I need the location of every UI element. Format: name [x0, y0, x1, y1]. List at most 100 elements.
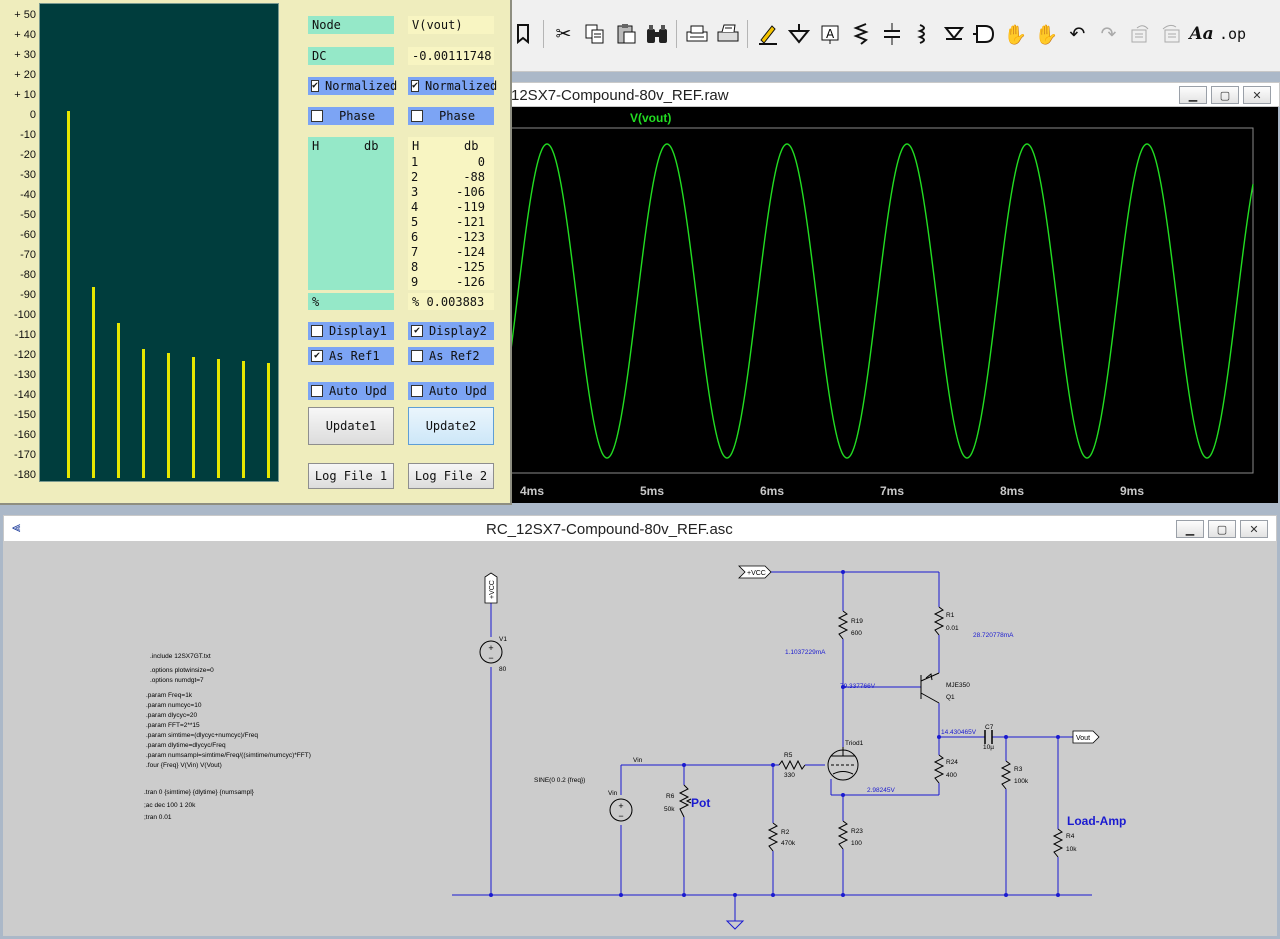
normalized1-checkbox[interactable]: ✔Normalized: [308, 77, 397, 95]
spice-directive-line[interactable]: .options numdgt=7: [150, 677, 204, 684]
junctions: [489, 570, 1060, 897]
move-hand-icon[interactable]: ✋: [1003, 23, 1028, 46]
r19-current: 1.1037229mA: [785, 649, 826, 656]
check-icon: ✔: [311, 350, 323, 362]
voltage-sources[interactable]: [479, 640, 633, 822]
fft-y-tick: -160: [13, 429, 36, 441]
spice-directive-line[interactable]: ;ac dec 100 1 20k: [144, 802, 196, 809]
undo-icon[interactable]: ↶: [1069, 23, 1086, 45]
harmonic-bar: [117, 323, 120, 478]
mirror-icon[interactable]: [1155, 18, 1186, 50]
phase1-label: Phase: [339, 109, 376, 123]
c7-symbol[interactable]: [984, 730, 993, 744]
rotate-icon[interactable]: [1124, 18, 1155, 50]
spice-directive-line[interactable]: .param numcyc=10: [146, 702, 202, 709]
minimize-button[interactable]: ▁: [1179, 86, 1207, 104]
display1-checkbox[interactable]: Display1: [308, 322, 394, 340]
vcc-flag-left[interactable]: [484, 572, 498, 604]
triode-symbol[interactable]: [827, 747, 859, 781]
vout-flag[interactable]: [1072, 730, 1100, 744]
spice-directive-line[interactable]: .four {Freq} V(Vin) V(Vout): [146, 762, 222, 769]
update2-button[interactable]: Update2: [408, 407, 494, 445]
print-icon[interactable]: [712, 18, 743, 50]
resistor-icon[interactable]: [845, 18, 876, 50]
vin-value: SINE(0 0.2 {freq}): [534, 777, 585, 784]
harmonic-row: 5-121: [411, 215, 491, 230]
spice-directive-line[interactable]: .param dlycyc=20: [146, 712, 198, 719]
resistors[interactable]: [678, 606, 1064, 858]
harmonic-bar: [167, 353, 170, 478]
percent1-field: %: [308, 293, 394, 310]
harmonic-index: 1: [411, 155, 419, 169]
svg-text:−: −: [488, 653, 493, 663]
spice-directive-line[interactable]: .tran 0 {simtime} {dlytime} {numsampl}: [144, 789, 255, 796]
phase2-checkbox[interactable]: Phase: [408, 107, 494, 125]
x-tick-label: 4ms: [520, 484, 544, 498]
spice-directive-icon[interactable]: .op: [1217, 18, 1248, 50]
spice-directives[interactable]: .include 12SX7GT.txt .options plotwinsize…: [144, 653, 311, 821]
q1-symbol[interactable]: [920, 672, 940, 704]
spice-directive-line[interactable]: .param dlytime=dlycyc/Freq: [146, 742, 226, 749]
harmonic-row: 7-124: [411, 245, 491, 260]
update1-button[interactable]: Update1: [308, 407, 394, 445]
redo-icon[interactable]: ↷: [1100, 23, 1117, 45]
drag-hand-icon[interactable]: ✋: [1034, 23, 1059, 46]
waveform-window-titlebar[interactable]: 12SX7-Compound-80v_REF.raw ▁ ▢ ✕: [508, 82, 1280, 107]
r3-value: 100k: [1014, 778, 1029, 785]
minimize-button[interactable]: ▁: [1176, 520, 1204, 538]
autoupd1-checkbox[interactable]: Auto Upd: [308, 382, 394, 400]
spice-directive-line[interactable]: .param FFT=2**15: [146, 722, 200, 729]
r1-symbol: [933, 606, 945, 636]
spice-directive-line[interactable]: .include 12SX7GT.txt: [150, 653, 211, 660]
phase1-checkbox[interactable]: Phase: [308, 107, 394, 125]
schematic-window-titlebar[interactable]: ⫷ RC_12SX7-Compound-80v_REF.asc ▁ ▢ ✕: [3, 515, 1277, 542]
maximize-button[interactable]: ▢: [1211, 86, 1239, 104]
autoupd1-label: Auto Upd: [329, 384, 387, 398]
fft-y-tick: -170: [13, 449, 36, 461]
scissors-icon[interactable]: ✂: [555, 23, 572, 45]
diode-icon[interactable]: [938, 18, 969, 50]
spice-directive-line[interactable]: .options plotwinsize=0: [150, 667, 214, 674]
paste-icon[interactable]: [610, 18, 641, 50]
vcc-flag-top[interactable]: [738, 565, 772, 579]
fft-y-tick: -90: [20, 289, 36, 301]
pencil-icon[interactable]: [752, 18, 783, 50]
trace-label[interactable]: V(vout): [630, 111, 671, 125]
log-file-1-button[interactable]: Log File 1: [308, 463, 394, 489]
inductor-icon[interactable]: [907, 18, 938, 50]
autoupd2-checkbox[interactable]: Auto Upd: [408, 382, 494, 400]
close-button[interactable]: ✕: [1243, 86, 1271, 104]
checkbox-empty-icon: [311, 110, 323, 122]
copy-icon[interactable]: [579, 18, 610, 50]
close-button[interactable]: ✕: [1240, 520, 1268, 538]
text-icon[interactable]: Aa: [1186, 18, 1217, 50]
spice-directive-line[interactable]: ;tran 0.01: [144, 814, 172, 821]
asref1-label: As Ref1: [329, 349, 380, 363]
checkbox-empty-icon: [411, 350, 423, 362]
asref2-checkbox[interactable]: As Ref2: [408, 347, 494, 365]
component-icon[interactable]: [969, 18, 1000, 50]
spice-directive-line[interactable]: .param numsampl=simtime/Freq/((simtime/n…: [146, 752, 311, 759]
spice-directive-line[interactable]: .param simtime=(dlycyc+numcyc)/Freq: [146, 732, 258, 739]
log-file-2-button[interactable]: Log File 2: [408, 463, 494, 489]
print-setup-icon[interactable]: [681, 18, 712, 50]
normalized2-checkbox[interactable]: ✔Normalized: [408, 77, 497, 95]
asref1-checkbox[interactable]: ✔ As Ref1: [308, 347, 394, 365]
x-tick-label: 5ms: [640, 484, 664, 498]
schematic-canvas[interactable]: .include 12SX7GT.txt .options plotwinsize…: [3, 541, 1277, 936]
label-net-icon[interactable]: A: [814, 18, 845, 50]
bookmark-icon[interactable]: [508, 18, 539, 50]
maximize-button[interactable]: ▢: [1208, 520, 1236, 538]
display2-checkbox[interactable]: ✔Display2: [408, 322, 494, 340]
spice-directive-line[interactable]: .param Freq=1k: [146, 692, 193, 699]
percent2-field: % 0.003883: [408, 293, 494, 310]
checkbox-empty-icon: [411, 385, 423, 397]
harmonic-bar: [142, 349, 145, 478]
ground-icon[interactable]: [783, 18, 814, 50]
binoculars-icon[interactable]: [641, 18, 672, 50]
capacitor-icon[interactable]: [876, 18, 907, 50]
triode-label: Triod1: [845, 740, 864, 747]
